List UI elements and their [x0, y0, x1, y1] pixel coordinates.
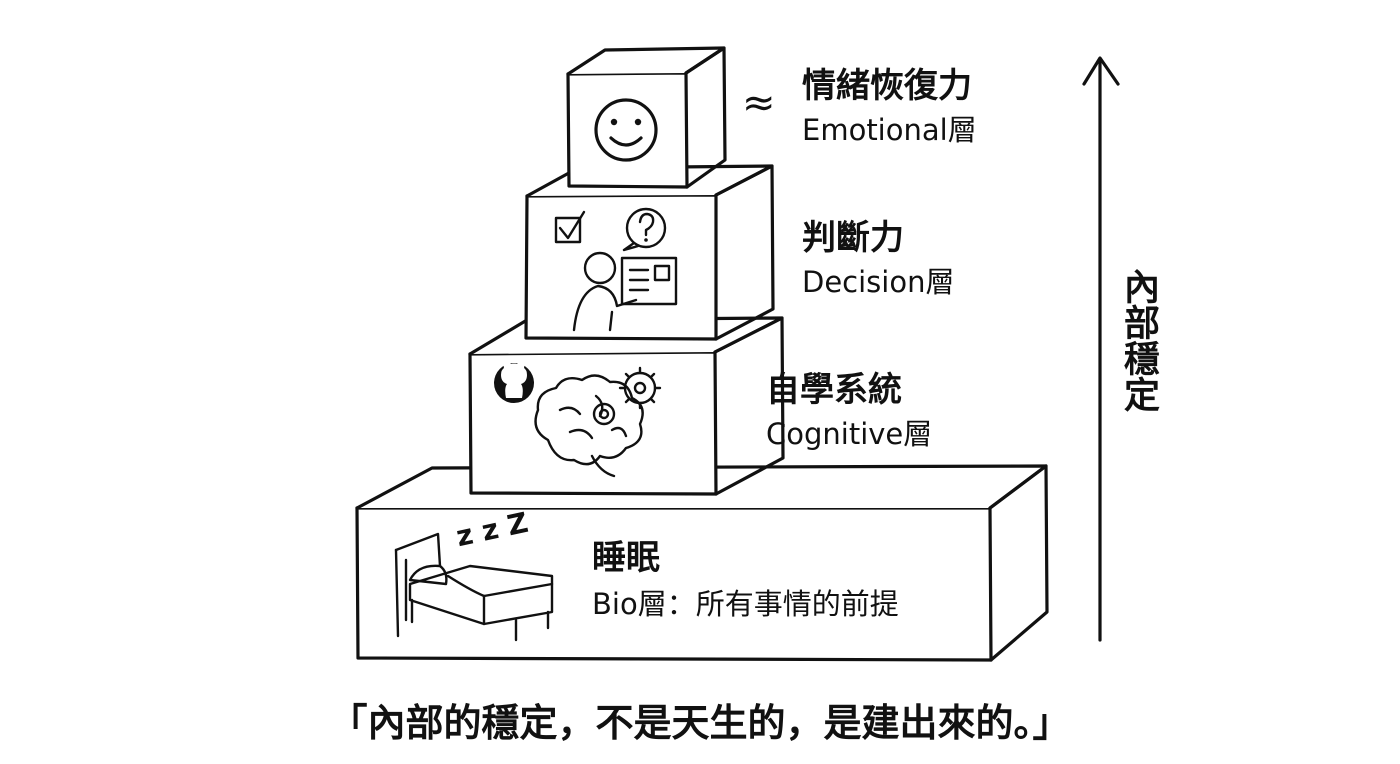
bio-subtitle: Bio層：所有事情的前提: [592, 587, 899, 621]
caption: 「內部的穩定，不是天生的，是建出來的。」: [329, 701, 1071, 745]
emotional-subtitle: Emotional層: [802, 113, 977, 147]
question-bubble-icon: [622, 207, 667, 252]
cognitive-subtitle: Cognitive層: [766, 417, 933, 451]
decision-title: 判斷力: [802, 218, 904, 258]
sleeping-bed-icon: [394, 532, 554, 642]
github-logo-icon: [494, 361, 534, 403]
decision-block: [524, 164, 775, 341]
person-presenting-icon: [572, 251, 678, 332]
smiley-face-icon: [594, 98, 658, 162]
vertical-label: 內部穩定: [1118, 268, 1159, 412]
brain-gears-icon: [534, 366, 662, 478]
checkbox-icon: [554, 210, 586, 244]
decision-subtitle: Decision層: [802, 265, 955, 299]
cognitive-title: 自學系統: [766, 370, 902, 410]
upward-arrow: [1082, 56, 1120, 642]
approx-symbol: ≈: [742, 80, 776, 126]
bio-title: 睡眠: [592, 538, 660, 578]
emotional-title: 情緒恢復力: [802, 66, 972, 106]
emotional-block: [566, 46, 727, 189]
